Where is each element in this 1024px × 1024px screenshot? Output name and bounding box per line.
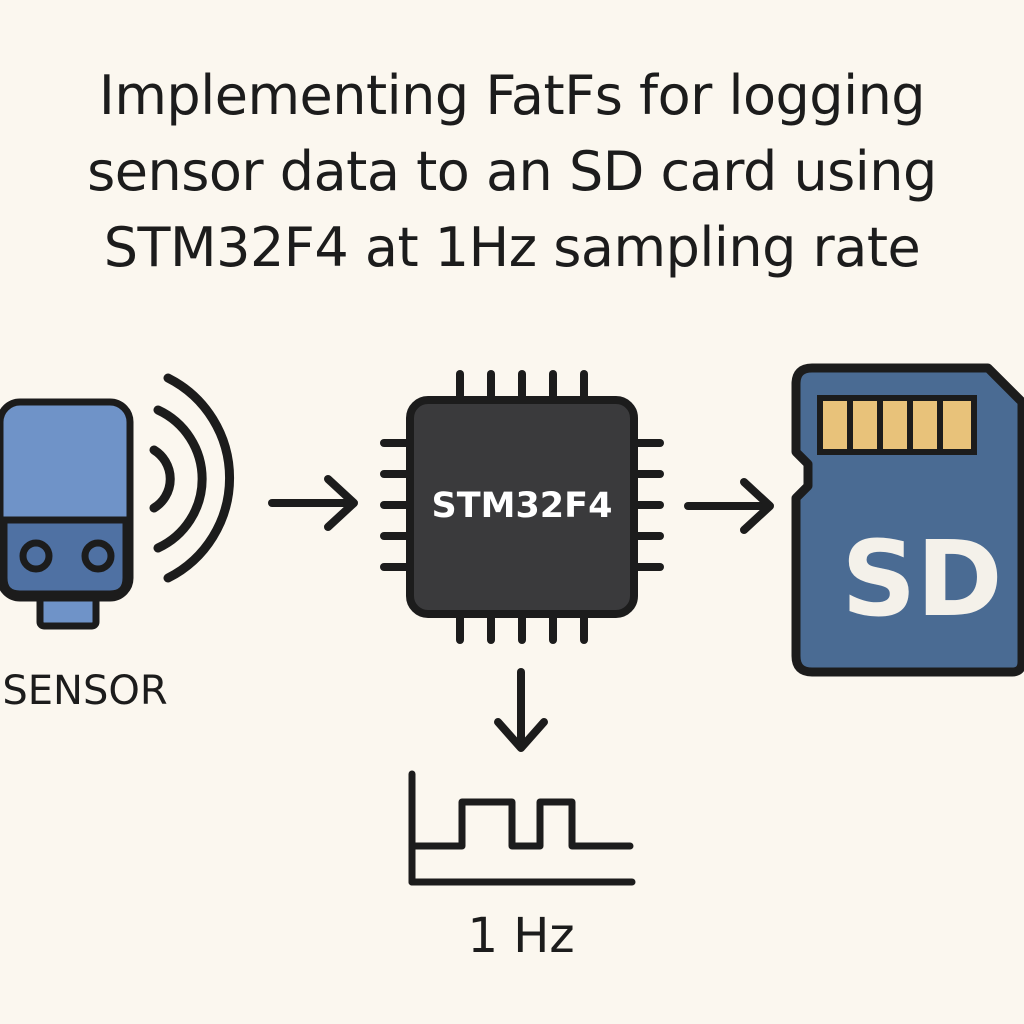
arrow-down-icon	[494, 668, 548, 752]
title-line-2: sensor data to an SD card using	[87, 140, 937, 203]
page-title: Implementing FatFs for logging sensor da…	[0, 58, 1024, 286]
chip-icon	[380, 370, 664, 644]
sensor-icon	[0, 398, 134, 630]
sd-card-label: SD	[841, 518, 1002, 640]
signal-waves-icon	[149, 373, 234, 583]
mcu-label: STM32F4	[432, 486, 613, 526]
arrow-right-icon	[684, 478, 774, 534]
square-wave-icon	[408, 770, 636, 886]
title-line-1: Implementing FatFs for logging	[98, 64, 926, 127]
arrow-right-icon	[268, 475, 358, 531]
sensor-label: SENSOR	[2, 668, 167, 714]
clock-label: 1 Hz	[467, 908, 574, 964]
title-line-3: STM32F4 at 1Hz sampling rate	[103, 216, 921, 279]
sd-card-icon	[791, 363, 1024, 677]
